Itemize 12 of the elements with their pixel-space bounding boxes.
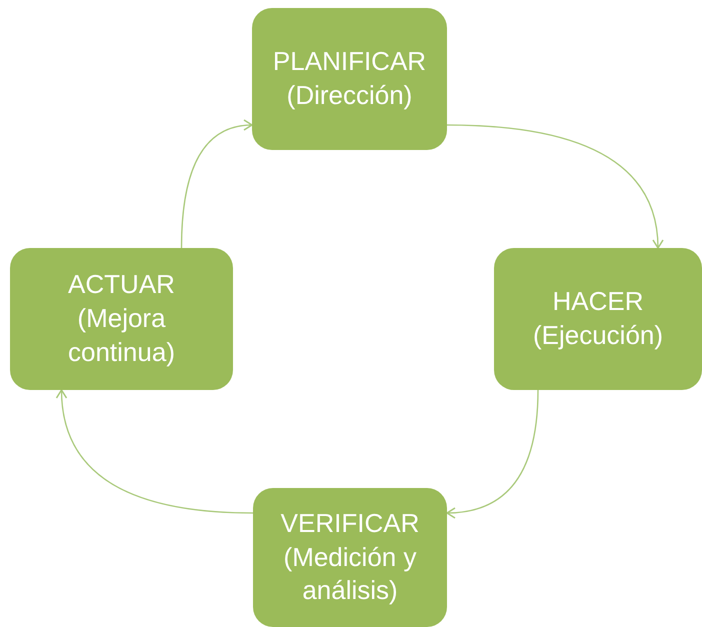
box-label: ACTUAR (Mejora continua) [67,268,176,369]
rounded-box [10,248,233,390]
box-label: PLANIFICAR (Dirección) [272,45,428,112]
box-label: HACER (Ejecución) [532,285,664,352]
curved-arrow [56,389,254,514]
curved-arrow [446,390,539,518]
rounded-box [494,248,702,390]
curved-arrow [446,124,664,249]
rounded-box [252,8,447,150]
rounded-box [253,488,447,627]
box-label: VERIFICAR (Medición y análisis) [280,506,420,608]
curved-arrow [180,120,253,248]
